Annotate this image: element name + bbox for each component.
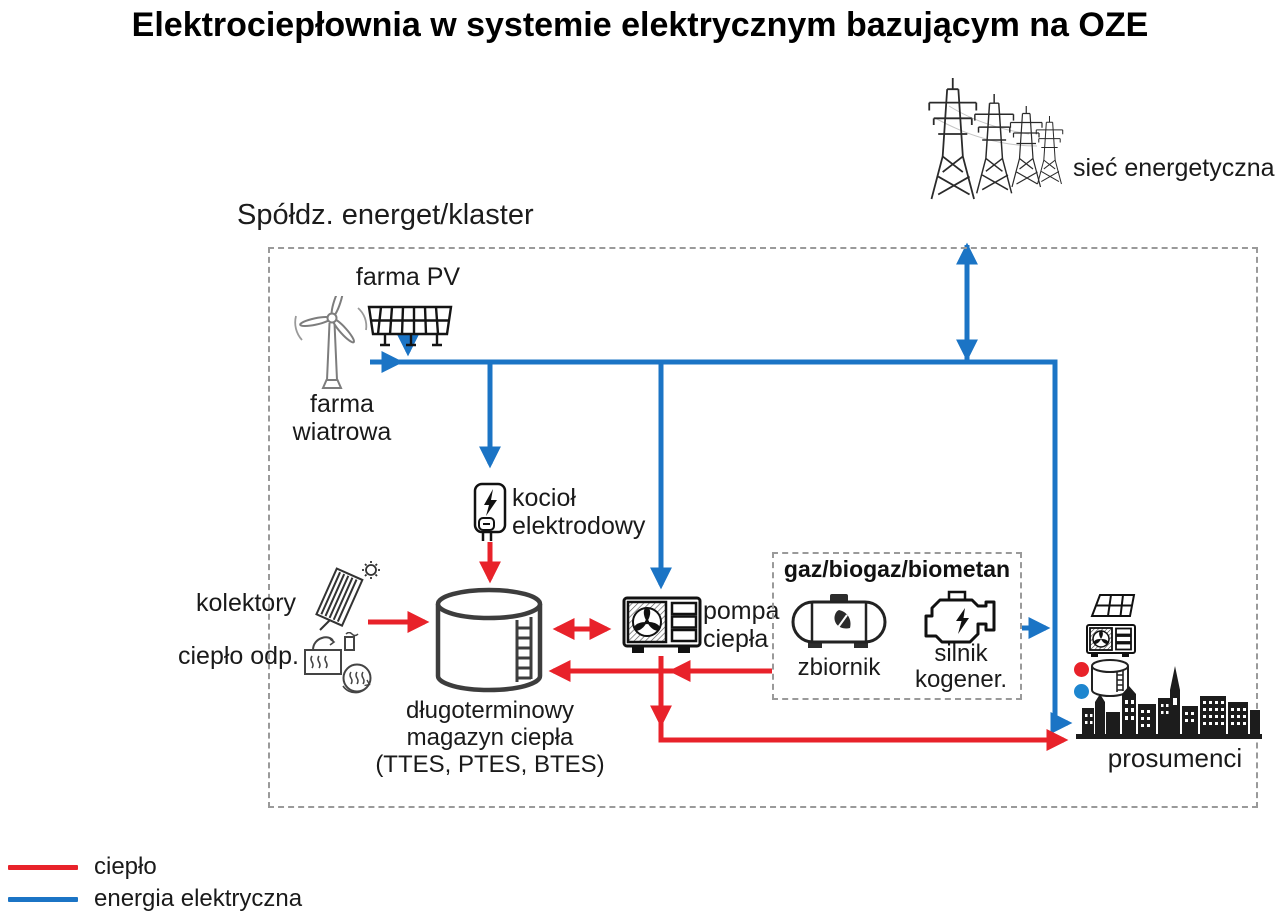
storage-cylinder-icon [435,587,543,693]
transmission-towers-icon [928,78,1064,200]
storage-label: długoterminowy magazyn ciepła (TTES, PTE… [375,697,605,779]
engine-label: silnik kogener. [914,640,1008,693]
electrode-boiler-label: kocioł elektrodowy [512,484,646,541]
electrode-boiler-icon [473,482,507,541]
diagram-title: Elektrociepłownia w systemie elektryczny… [131,6,1149,44]
heat-pump-icon [622,596,702,653]
pv-farm-label: farma PV [355,263,461,291]
legend-heat-label: ciepło [94,853,157,880]
legend-electricity-line [8,896,78,902]
prosumer-heat-pump-icon [1086,624,1136,657]
gas-tank-label: zbiornik [797,654,881,681]
cogeneration-engine-icon [924,590,996,644]
cluster-boundary-box [268,247,1258,808]
waste-heat-label: ciepło odp. [178,642,299,670]
gas-unit-title: gaz/biogaz/biometan [783,556,1011,582]
city-skyline-icon [1076,666,1262,739]
wind-turbine-icon [294,296,368,389]
prosumer-heat-dot [1074,662,1089,677]
prosumer-electric-dot [1074,684,1089,699]
prosumer-pv-panel-icon [1090,594,1136,617]
solar-collector-icon [315,561,380,631]
legend-electricity-row: energia elektryczna [8,885,302,913]
gas-tank-icon [791,594,887,648]
grid-label: sieć energetyczna [1073,154,1275,182]
heat-pump-label: pompa ciepła [703,597,780,654]
solar-panel-icon [367,305,453,347]
collectors-label: kolektory [196,589,297,617]
legend-heat-line [8,864,78,870]
gas-unit-box [772,552,1022,700]
factory-waste-heat-icon [304,632,372,694]
legend-heat-row: ciepło [8,853,157,881]
prosumers-label: prosumenci [1107,743,1243,773]
legend-electricity-label: energia elektryczna [94,885,303,912]
wind-farm-label: farma wiatrowa [292,390,392,447]
cluster-label: Spółdz. energet/klaster [237,199,534,231]
